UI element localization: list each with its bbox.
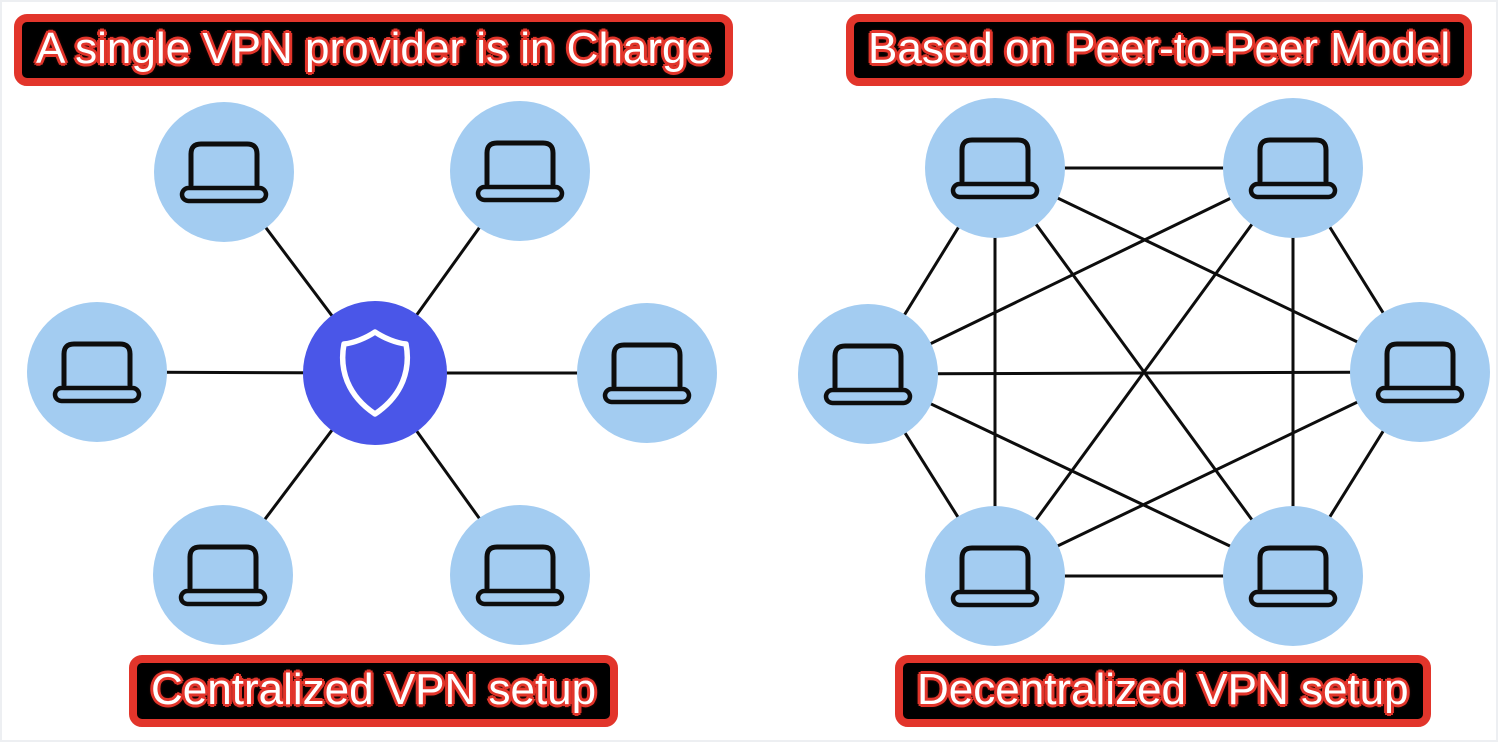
connection-line <box>867 372 1294 578</box>
peer-node-circle <box>450 505 590 645</box>
connection-line <box>867 370 1421 376</box>
peer-node-circle <box>798 304 938 444</box>
connection-line <box>994 370 1421 578</box>
peer-node-circle <box>577 303 717 443</box>
right-bottom-label: Decentralized VPN setup <box>895 655 1431 727</box>
peer-node-circle <box>27 302 167 442</box>
connection-line <box>867 166 1294 376</box>
peer-node-circle <box>154 102 294 242</box>
centralized-vpn-network <box>27 101 717 645</box>
right-top-label: Based on Peer-to-Peer Model <box>846 14 1473 86</box>
peer-node-circle <box>1223 98 1363 238</box>
peer-node-circle <box>1223 506 1363 646</box>
vpn-hub-circle <box>303 301 447 445</box>
peer-node-circle <box>925 506 1065 646</box>
decentralized-vpn-network <box>798 98 1490 646</box>
peer-node-circle <box>450 101 590 241</box>
left-top-label: A single VPN provider is in Charge <box>14 14 733 86</box>
connection-line <box>994 166 1421 374</box>
peer-node-circle <box>1350 302 1490 442</box>
peer-node-circle <box>153 505 293 645</box>
left-bottom-label: Centralized VPN setup <box>129 655 619 727</box>
peer-node-circle <box>925 98 1065 238</box>
